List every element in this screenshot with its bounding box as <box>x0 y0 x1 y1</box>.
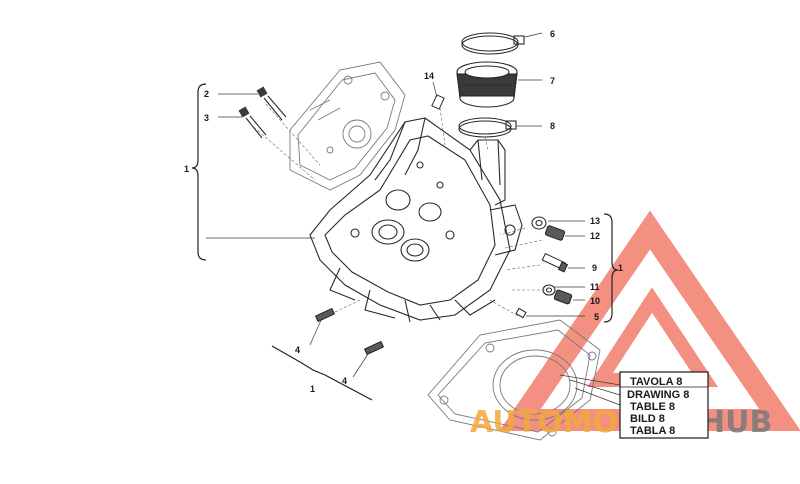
intake-clamp-bottom <box>458 117 517 138</box>
screw-9 <box>541 252 569 273</box>
callout-8: 8 <box>550 121 555 131</box>
brace-left <box>191 83 207 261</box>
watermark-text-c: HUB <box>700 405 772 440</box>
callout-6: 6 <box>550 29 555 39</box>
stud-4a <box>314 307 336 323</box>
washer-13 <box>531 216 547 230</box>
intake-manifold <box>456 61 518 108</box>
callout-2: 2 <box>204 89 209 99</box>
callout-1-right: 1 <box>618 263 623 273</box>
callout-10: 10 <box>590 296 600 306</box>
callout-4a: 4 <box>295 345 300 355</box>
callout-11: 11 <box>590 282 600 292</box>
callout-1-left: 1 <box>184 164 189 174</box>
legend-table: TABLE 8 <box>630 401 675 413</box>
legend-tabla: TABLA 8 <box>630 425 675 437</box>
stud-4b <box>363 340 385 356</box>
leader-lines <box>206 32 621 406</box>
plug-12 <box>544 225 566 241</box>
dowel-14 <box>431 94 445 110</box>
cylinder-head <box>309 117 523 323</box>
watermark-text-a: AUTOMO <box>470 405 618 440</box>
callout-1-bottom: 1 <box>310 384 315 394</box>
callout-13: 13 <box>590 216 600 226</box>
dowel-5 <box>515 307 527 319</box>
callout-14: 14 <box>424 71 434 81</box>
legend-bild: BILD 8 <box>630 413 665 425</box>
callout-7: 7 <box>550 76 555 86</box>
legend-drawing: DRAWING 8 <box>627 389 689 401</box>
legend-box: TAVOLA 8 DRAWING 8 TABLE 8 BILD 8 TABLA … <box>619 371 709 439</box>
head-gasket <box>427 319 601 441</box>
callout-12: 12 <box>590 231 600 241</box>
brace-right <box>603 213 619 323</box>
callout-4b: 4 <box>342 376 347 386</box>
callout-5: 5 <box>594 312 599 322</box>
legend-tavola: TAVOLA 8 <box>630 376 682 388</box>
brace-bottom <box>271 345 373 401</box>
intake-clamp-top <box>461 32 525 55</box>
plug-10 <box>553 289 573 305</box>
bolt-3 <box>238 106 267 139</box>
callout-3: 3 <box>204 113 209 123</box>
callout-labels: 1 2 3 14 6 7 8 13 12 9 1 11 10 5 4 4 1 <box>184 29 623 394</box>
bolt-2 <box>256 86 287 121</box>
valve-cover <box>289 61 406 191</box>
callout-9: 9 <box>592 263 597 273</box>
